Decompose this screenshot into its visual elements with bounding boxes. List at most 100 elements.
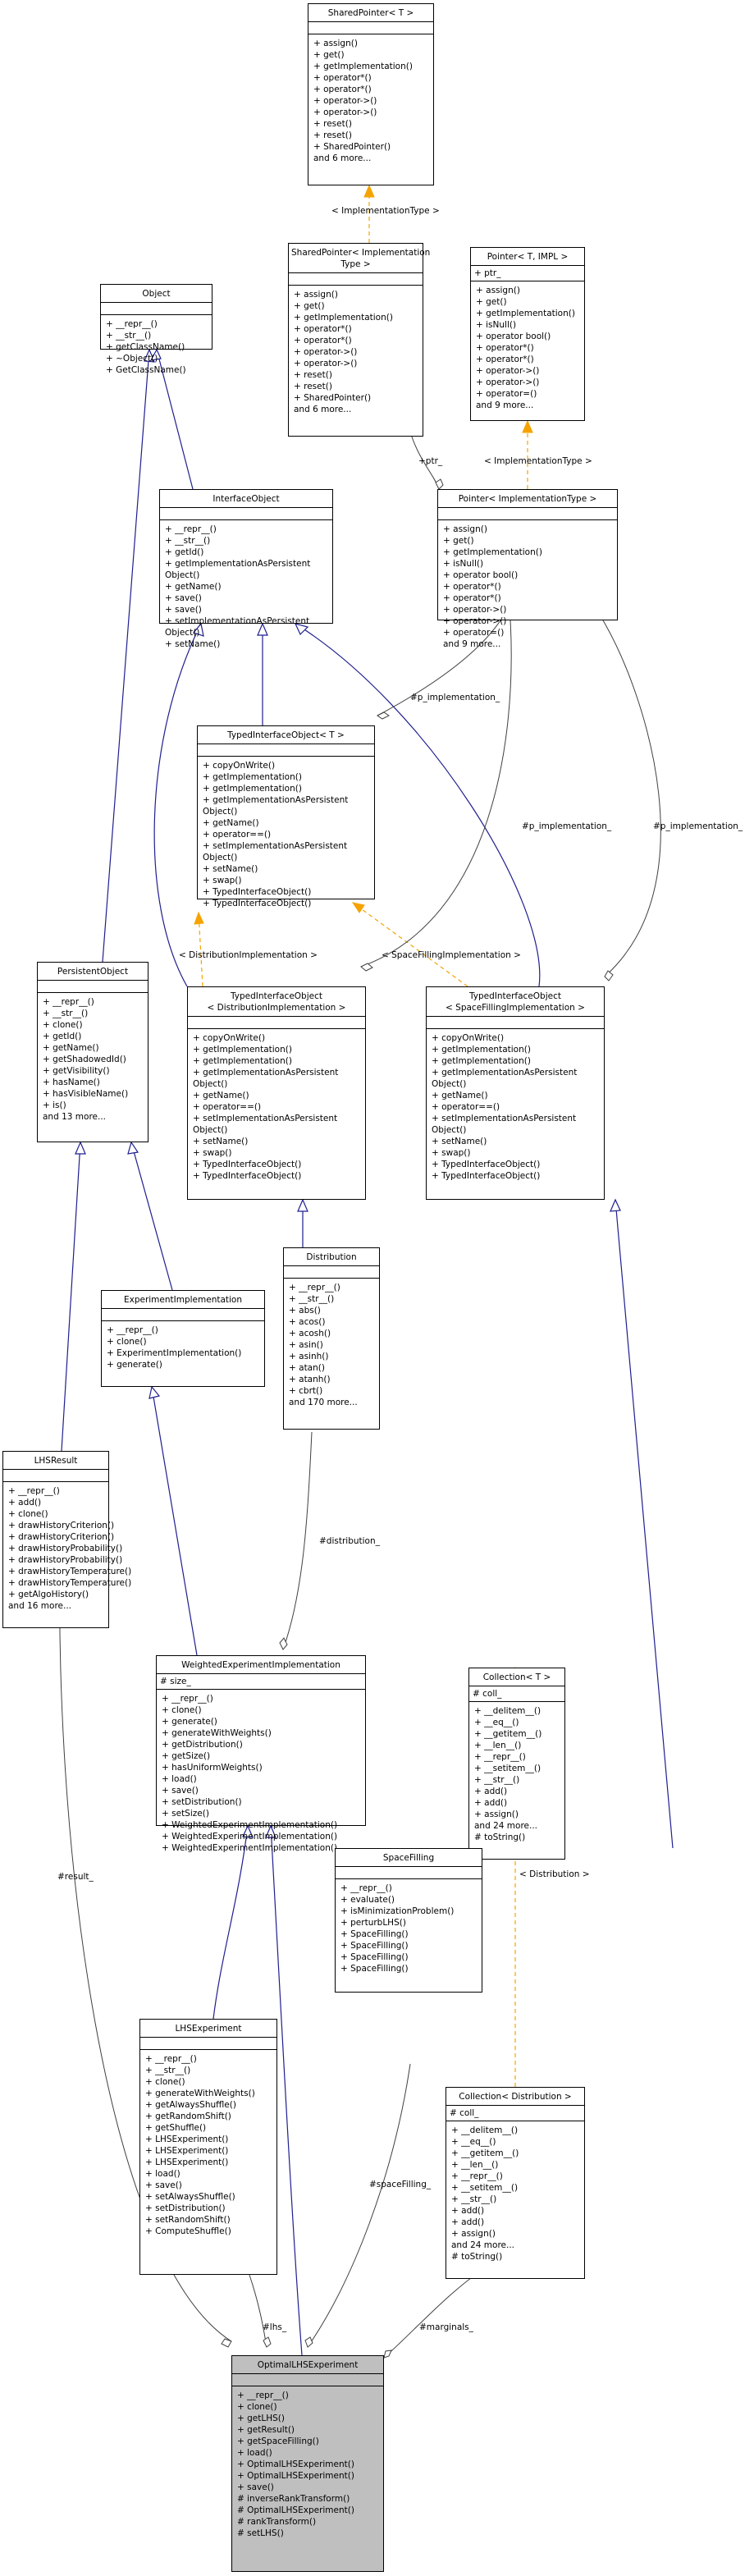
class-box-object[interactable]: Object+ __repr__()+ __str__()+ getClassN… <box>100 284 212 375</box>
class-operation: + generate() <box>107 1360 162 1370</box>
class-operation: + getId() <box>165 547 204 557</box>
class-title-line: SharedPointer< Implementation <box>291 248 431 258</box>
class-operation: + reset() <box>294 370 332 380</box>
class-box-distribution[interactable]: Distribution + __repr__()+ __str__() + abs… <box>283 1247 380 1430</box>
class-operation: and 6 more... <box>294 405 352 414</box>
class-box-experiment-implementation[interactable]: ExperimentImplementation+ __repr__()+ cl… <box>101 1290 265 1387</box>
class-operation: + getName() <box>43 1043 99 1053</box>
edge-label-distribution: #distribution_ <box>319 1536 381 1546</box>
class-operation: + __repr__() <box>340 1883 392 1893</box>
class-operation: + setImplementationAsPersistent <box>193 1114 338 1123</box>
class-box-lhsresult[interactable]: LHSResult+ __repr__()+ add()+ clone()+ d… <box>2 1451 131 1628</box>
class-operation: + load() <box>162 1774 197 1784</box>
class-operation: + operator*() <box>443 593 501 603</box>
class-box-collection-distribution[interactable]: Collection< Distribution ># coll_+ __del… <box>446 2087 585 2279</box>
class-operation: + operator->() <box>443 605 507 615</box>
class-box-sharedpointer-t[interactable]: SharedPointer< T >+ assign()+ get()+ get… <box>308 3 434 185</box>
class-operation: + getVisibility() <box>43 1066 110 1076</box>
class-operation: + getImplementation() <box>193 1056 292 1066</box>
class-operation: + reset() <box>294 382 332 391</box>
class-title-line: Collection< T > <box>482 1672 551 1682</box>
class-operation: + assign() <box>294 290 338 300</box>
class-operation: + get() <box>476 297 507 307</box>
class-operation: + __repr__() <box>145 2054 197 2064</box>
class-title: TypedInterfaceObject< DistributionImplem… <box>188 987 365 1017</box>
class-box-weighted-experiment-impl[interactable]: WeightedExperimentImplementation # size_ +… <box>156 1655 366 1853</box>
class-operation: + operator==() <box>432 1102 500 1112</box>
class-operation: + assign() <box>451 2229 496 2239</box>
class-operation: # rankTransform() <box>237 2517 317 2527</box>
class-operations: + copyOnWrite()+ getImplementation()+ ge… <box>427 1029 604 1185</box>
class-operation: + save() <box>162 1786 199 1796</box>
class-box-interface-object[interactable]: InterfaceObject+ __repr__()+ __str__()+ … <box>159 489 333 649</box>
class-box-typed-interface-object-dist[interactable]: TypedInterfaceObject< DistributionImplem… <box>187 986 366 1200</box>
class-operation: + getAlgoHistory() <box>8 1590 89 1599</box>
edge-label-collection-dist: < Distribution > <box>519 1869 590 1879</box>
class-title-line: OptimalLHSExperiment <box>257 2360 359 2370</box>
class-box-lhsexperiment[interactable]: LHSExperiment+ __repr__()+ __str__()+ cl… <box>139 2019 277 2275</box>
class-operation: + add() <box>451 2206 485 2216</box>
class-title: SpaceFilling <box>336 1849 482 1867</box>
class-operation: + load() <box>237 2448 272 2458</box>
class-operation: + hasVisibleName() <box>43 1089 129 1099</box>
class-title-line: TypedInterfaceObject <box>231 991 322 1001</box>
edge-marginals <box>383 2272 478 2359</box>
class-box-persistent-object[interactable]: PersistentObject+ __repr__()+ __str__()+… <box>37 962 149 1142</box>
class-operation: + getId() <box>43 1032 82 1041</box>
edge-label-sf-impl: < SpaceFillingImplementation > <box>382 950 521 960</box>
class-attributes <box>284 1266 379 1279</box>
class-operation: + SpaceFilling() <box>340 1964 409 1974</box>
class-operation: + SpaceFilling() <box>340 1941 409 1951</box>
class-box-optimal-lhs-experiment[interactable]: OptimalLHSExperiment+ __repr__()+ clone(… <box>231 2355 384 2572</box>
edge-lhsresult-persistent <box>61 1142 81 1452</box>
class-operation: + getImplementationAsPersistent <box>165 559 311 569</box>
edge-label-spacefilling: #spaceFilling_ <box>369 2180 432 2189</box>
class-operation: + abs() <box>289 1306 321 1315</box>
class-box-pointer-impl[interactable]: Pointer< ImplementationType >+ assign()+… <box>437 489 618 649</box>
class-operation: + reset() <box>313 119 352 129</box>
class-operation: + TypedInterfaceObject() <box>432 1160 541 1169</box>
class-operation: Object() <box>165 570 200 580</box>
edge-p-impl-tio-dist <box>360 620 512 968</box>
class-box-spacefilling[interactable]: SpaceFilling+ __repr__()+ evaluate()+ is… <box>335 1848 482 1993</box>
class-attribute: # size_ <box>160 1677 191 1686</box>
class-operation: + getDistribution() <box>162 1740 243 1750</box>
class-attributes <box>38 981 148 993</box>
class-title-line: Distribution <box>306 1252 357 1262</box>
class-title: PersistentObject <box>38 963 148 981</box>
class-operation: and 24 more... <box>451 2240 515 2250</box>
class-operation: + __repr__() <box>289 1283 340 1293</box>
class-operation: + copyOnWrite() <box>193 1033 266 1043</box>
class-box-pointer-t-impl[interactable]: Pointer< T, IMPL >+ ptr_+ assign()+ get(… <box>470 247 585 421</box>
class-operation: + LHSExperiment() <box>145 2146 229 2156</box>
class-operation: + assign() <box>476 286 520 295</box>
class-operation: + SpaceFilling() <box>340 1952 409 1962</box>
class-operation: + operator*() <box>443 582 501 592</box>
class-box-typed-interface-object-sf[interactable]: TypedInterfaceObject< SpaceFillingImplem… <box>426 986 605 1200</box>
class-operation: + __repr__() <box>165 524 217 534</box>
inheritance-arrowheads <box>75 348 621 1838</box>
class-operation: + getImplementation() <box>432 1056 531 1066</box>
class-operation: + load() <box>145 2169 181 2179</box>
class-operation: + copyOnWrite() <box>203 761 276 771</box>
edge-p-impl-tio-sf <box>602 620 661 977</box>
class-operation: + OptimalLHSExperiment() <box>237 2459 354 2469</box>
class-operation: + setImplementationAsPersistent <box>432 1114 577 1123</box>
class-operation: + operator*() <box>294 336 352 345</box>
class-attributes <box>101 303 212 315</box>
class-operation: + swap() <box>203 876 242 885</box>
edge-tio-dist-iface <box>153 623 202 987</box>
class-title: Pointer< T, IMPL > <box>471 248 584 266</box>
class-operation: + TypedInterfaceObject() <box>193 1171 302 1181</box>
class-operation: + __str__() <box>289 1294 335 1304</box>
class-box-typed-interface-object-t[interactable]: TypedInterfaceObject< T >+ copyOnWrite()… <box>197 725 375 908</box>
class-operation: + __repr__() <box>474 1752 526 1762</box>
edge-lhsexp-wexp <box>212 1825 249 2020</box>
class-title-line: WeightedExperimentImplementation <box>181 1660 340 1670</box>
class-operations: + assign()+ get()+ getImplementation()+ … <box>308 34 433 167</box>
class-box-collection-t[interactable]: Collection< T ># coll_+ __delitem__()+ _… <box>468 1668 565 1860</box>
class-operation: + getShadowedId() <box>43 1055 126 1064</box>
class-attributes <box>308 22 433 34</box>
